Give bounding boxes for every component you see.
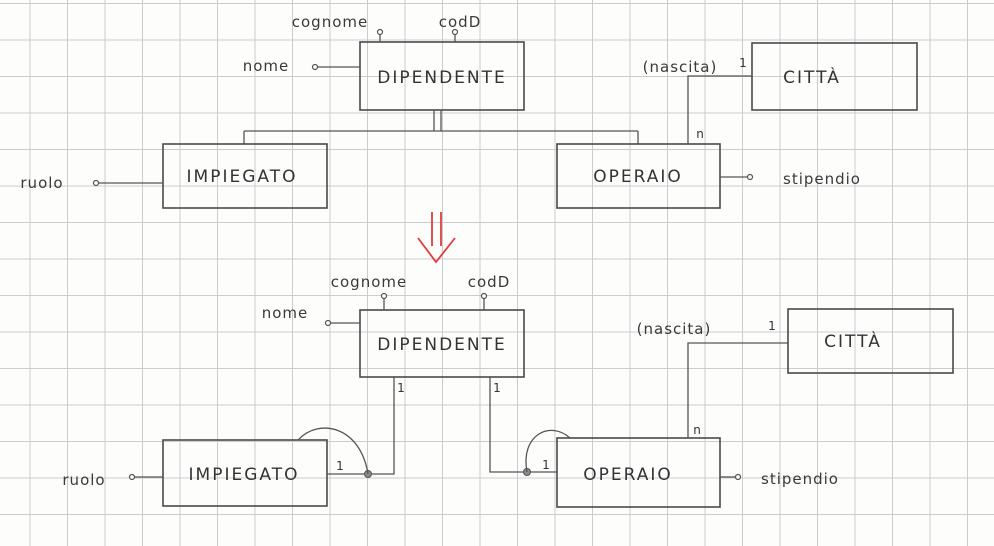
card-citta-bottom: 1 [768, 319, 776, 333]
entity-dipendente-top-label: DIPENDENTE [377, 68, 507, 88]
entity-citta-bottom-label: CITTÀ [824, 330, 882, 352]
card-operaio: 1 [542, 458, 550, 472]
attr-ruolo-top-circle [92, 179, 100, 187]
attr-cognome-top-label: cognome [292, 13, 368, 31]
card-operaio-bottom: n [693, 423, 701, 437]
attr-stipendio-top-circle [746, 173, 754, 181]
relationship-dip-impiegato-arc [297, 427, 369, 475]
relationship-nascita-bottom-line [687, 342, 788, 438]
card-dipendente-operaio: 1 [493, 381, 501, 395]
entity-impiegato-bottom-label: IMPIEGATO [189, 465, 300, 485]
relationship-nascita-bottom-label: (nascita) [637, 320, 712, 338]
entity-citta-bottom[interactable] [787, 308, 954, 374]
card-dipendente-impiegato: 1 [397, 381, 405, 395]
attr-stipendio-bottom-circle [734, 473, 742, 481]
entity-impiegato-top-label: IMPIEGATO [187, 167, 298, 187]
attr-cognome-bottom-circle [380, 292, 388, 300]
card-impiegato: 1 [336, 459, 344, 473]
attr-ruolo-bottom-circle [128, 473, 136, 481]
attr-cognome-top-circle [376, 28, 384, 36]
entity-dipendente-bottom-label: DIPENDENTE [377, 335, 507, 355]
relationship-dip-impiegato-line [327, 377, 395, 475]
attr-cognome-bottom-label: cognome [331, 273, 407, 291]
relationship-nascita-top-line [687, 75, 752, 144]
entity-operaio-top[interactable] [556, 143, 721, 209]
attr-nome-top-circle [311, 63, 319, 71]
entity-operaio-bottom-label: OPERAIO [583, 465, 673, 485]
entity-impiegato-top[interactable] [162, 143, 328, 209]
attr-codD-top-label: codD [439, 13, 482, 31]
attr-codD-top-circle [451, 28, 459, 36]
attr-stipendio-bottom-label: stipendio [761, 470, 839, 488]
bottom-diagram: DIPENDENTE cognome codD nome IMPIEGATO r… [62, 273, 954, 508]
entity-dipendente-top[interactable] [359, 41, 525, 111]
attr-stipendio-top-label: stipendio [783, 170, 861, 188]
entity-dipendente-bottom[interactable] [359, 309, 525, 378]
entity-citta-top-label: CITTÀ [783, 66, 841, 88]
attr-codD-bottom-circle [480, 292, 488, 300]
top-diagram: DIPENDENTE cognome codD nome IMPIEGATO r… [20, 13, 918, 209]
attr-nome-bottom-circle [324, 319, 332, 327]
attr-ruolo-top-label: ruolo [20, 174, 63, 192]
arrow-head [417, 237, 456, 264]
entity-impiegato-bottom[interactable] [162, 439, 328, 507]
card-citta-top: 1 [739, 56, 747, 70]
relationship-nascita-top-label: (nascita) [643, 58, 718, 76]
relationship-dip-operaio-arc [525, 429, 571, 473]
card-operaio-top: n [696, 127, 704, 141]
relationship-dip-operaio-line [489, 377, 557, 473]
entity-operaio-top-label: OPERAIO [593, 167, 683, 187]
attr-codD-bottom-label: codD [468, 273, 511, 291]
attr-ruolo-bottom-label: ruolo [62, 471, 105, 489]
attr-nome-top-label: nome [243, 57, 290, 75]
transformation-arrow [417, 212, 456, 264]
attr-nome-bottom-label: nome [262, 304, 309, 322]
